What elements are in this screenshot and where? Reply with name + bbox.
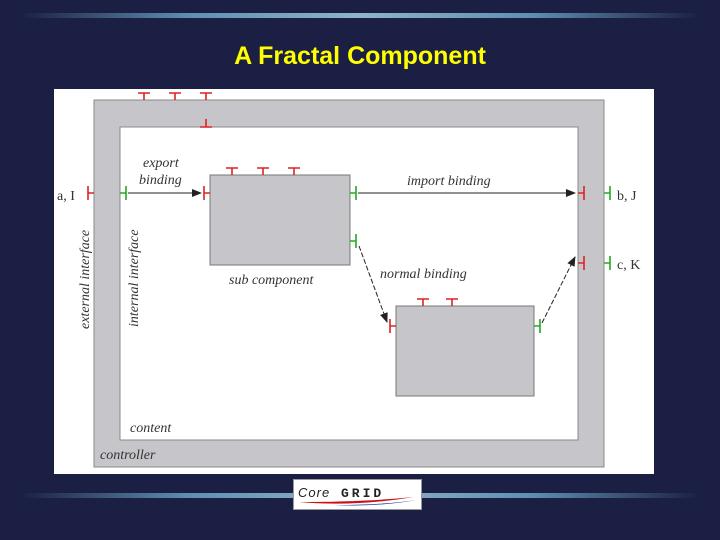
logo-swoosh-blue <box>334 500 416 506</box>
controller-label: controller <box>100 448 156 463</box>
top-divider <box>20 13 700 18</box>
fractal-component-diagram: export binding import binding normal bin… <box>57 92 640 468</box>
binding-arrows <box>128 189 576 324</box>
interface-b-label: b, J <box>617 189 637 204</box>
interface-a-label: a, I <box>57 189 75 204</box>
sub-component-label: sub component <box>229 273 314 288</box>
coregrid-logo-mark: Core GRID <box>298 485 416 506</box>
interface-c-label: c, K <box>617 258 640 273</box>
sub-component-box <box>209 174 351 266</box>
internal-interface-label: internal interface <box>127 229 142 327</box>
export-binding-label-line1: export <box>143 156 180 171</box>
server-interfaces <box>87 186 585 333</box>
logo-swoosh-red <box>299 497 414 504</box>
diagram-canvas: export binding import binding normal bin… <box>54 89 654 474</box>
content-label: content <box>130 421 172 436</box>
coregrid-logo: Core GRID <box>293 479 422 510</box>
normal-binding-label: normal binding <box>380 267 467 282</box>
client-interfaces <box>120 186 611 333</box>
client-to-controller-arrow <box>541 256 576 324</box>
slide-title: A Fractal Component <box>234 42 486 70</box>
logo-text-grid: GRID <box>341 486 384 501</box>
logo-text-core: Core <box>298 485 330 500</box>
second-sub-component-box <box>395 305 535 397</box>
external-interface-label: external interface <box>78 230 93 329</box>
import-binding-label: import binding <box>407 174 491 189</box>
normal-binding-arrow <box>358 245 388 323</box>
sub-component-control-interfaces <box>226 167 458 306</box>
outer-control-interfaces <box>138 92 212 128</box>
export-binding-label-line2: binding <box>139 173 182 188</box>
